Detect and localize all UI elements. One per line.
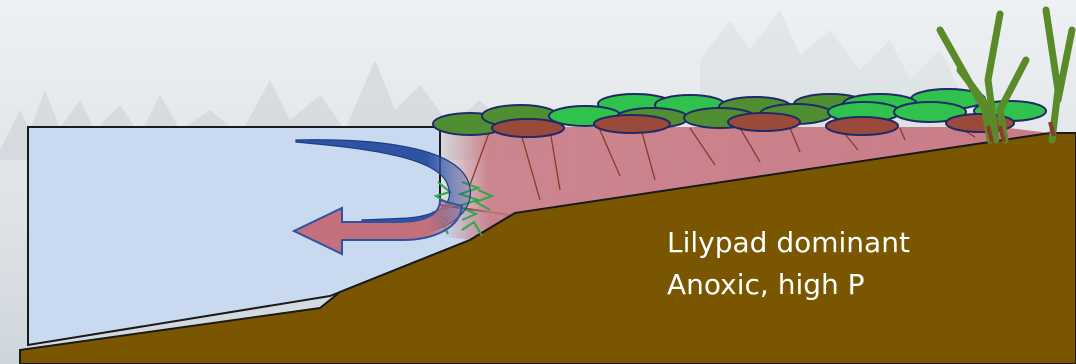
label-lilypad-dominant: Lilypad dominant bbox=[667, 222, 910, 264]
label-anoxic-high-p: Anoxic, high P bbox=[667, 264, 865, 306]
